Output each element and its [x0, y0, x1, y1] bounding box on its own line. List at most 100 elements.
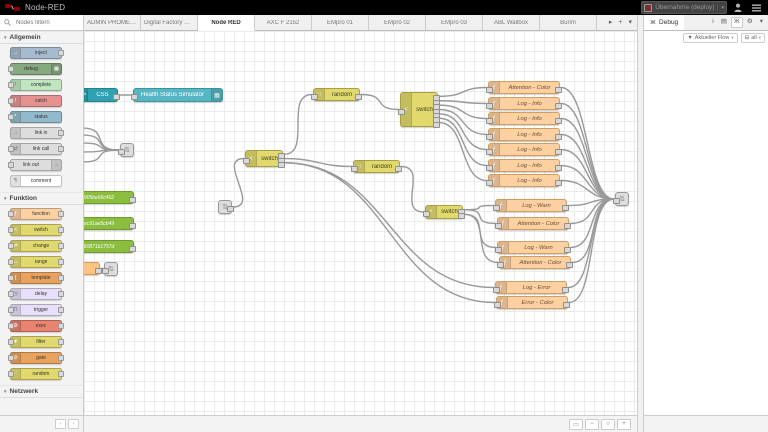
output-port[interactable]	[58, 259, 64, 265]
deploy-button[interactable]: Übernahme (deploy) ▾	[641, 1, 727, 14]
output-port[interactable]	[563, 301, 570, 308]
input-port[interactable]	[243, 157, 250, 164]
input-port[interactable]	[486, 86, 493, 93]
wire[interactable]	[560, 86, 615, 200]
input-port[interactable]	[8, 355, 14, 361]
palette-node-filter[interactable]: ▼filter	[8, 336, 64, 348]
wire[interactable]	[463, 208, 497, 225]
palette-node-catch[interactable]: !catch	[8, 95, 62, 107]
wire[interactable]	[438, 113, 488, 151]
config-nodes-button[interactable]: ⚙	[746, 18, 753, 26]
wire[interactable]	[438, 108, 488, 136]
output-port[interactable]	[113, 94, 120, 100]
output-port[interactable]	[555, 164, 562, 171]
output-port[interactable]	[433, 121, 440, 128]
wire[interactable]	[400, 165, 425, 213]
panel-divider[interactable]	[637, 15, 644, 31]
input-port[interactable]	[8, 98, 14, 104]
flow-node-switch2[interactable]: <switch	[398, 92, 440, 128]
palette-category-netzwerk[interactable]: ▾Netzwerk	[0, 385, 83, 398]
input-port[interactable]	[8, 275, 14, 281]
flow-node-linkA[interactable]: ⇅	[118, 143, 134, 157]
wire[interactable]	[283, 162, 495, 289]
output-port[interactable]	[58, 371, 64, 377]
palette-node-status[interactable]: *status	[8, 111, 62, 123]
palette-node-link-in[interactable]: →link in	[10, 127, 64, 139]
wire[interactable]	[463, 204, 495, 211]
palette-node-link-call[interactable]: ⇄link call	[8, 143, 64, 155]
output-port[interactable]	[564, 222, 571, 229]
output-port[interactable]	[95, 267, 102, 274]
wire[interactable]	[283, 93, 313, 155]
input-port[interactable]	[423, 211, 430, 217]
flow-node-linkC[interactable]: ⇅	[218, 200, 234, 214]
wire[interactable]	[438, 121, 488, 182]
palette-node-switch[interactable]: <switch	[8, 224, 64, 236]
add-flow-button[interactable]: +	[618, 19, 623, 26]
output-port[interactable]	[129, 245, 136, 252]
palette-node-debug[interactable]: ▦debug	[8, 63, 62, 75]
flow-node-greenA[interactable]: 905be66c462	[84, 191, 136, 204]
output-port[interactable]	[555, 102, 562, 109]
palette-node-exec[interactable]: ⚙exec	[8, 320, 64, 332]
debug-clear-button[interactable]: ⊟ all ▾	[740, 33, 765, 43]
input-port[interactable]	[497, 261, 504, 268]
debug-filter-button[interactable]: ▼ Aktueller Flow ▾	[683, 33, 738, 43]
output-port[interactable]	[58, 211, 64, 217]
sidebar-menu-button[interactable]: ▾	[759, 18, 763, 26]
output-port[interactable]	[458, 213, 465, 220]
flow-node-switch3[interactable]: <switch	[423, 205, 465, 220]
output-port[interactable]	[555, 86, 562, 93]
output-port[interactable]	[555, 133, 562, 140]
wire[interactable]	[560, 102, 615, 200]
wire[interactable]	[283, 162, 496, 304]
output-port[interactable]	[58, 50, 64, 56]
input-port[interactable]	[8, 82, 14, 88]
input-port[interactable]	[486, 133, 493, 140]
palette-category-allgemein[interactable]: ▾Allgemein	[0, 31, 83, 44]
output-port[interactable]	[58, 355, 64, 361]
input-port[interactable]	[8, 227, 14, 233]
output-port[interactable]	[58, 339, 64, 345]
palette-node-template[interactable]: {template	[8, 272, 64, 284]
wire[interactable]	[569, 198, 615, 225]
input-port[interactable]	[486, 102, 493, 109]
flow-node-random1[interactable]: ∷random	[311, 88, 362, 101]
palette-node-change[interactable]: ⇌change	[8, 240, 64, 252]
output-port[interactable]	[129, 196, 136, 203]
flow-node-switch1[interactable]: <switch	[243, 150, 285, 168]
input-port[interactable]	[8, 162, 14, 168]
output-port[interactable]	[566, 261, 573, 268]
tab-flow-8[interactable]: Burim	[540, 15, 597, 30]
wire[interactable]	[232, 157, 245, 208]
palette-expand-button[interactable]: ›	[68, 419, 79, 429]
zoom-out-button[interactable]: −	[585, 418, 599, 430]
wire[interactable]	[463, 213, 499, 264]
node-info-button[interactable]: i	[712, 18, 714, 26]
flow-node-greenC[interactable]: 60871b1757d	[84, 240, 136, 253]
input-port[interactable]	[493, 204, 500, 211]
input-port[interactable]	[131, 94, 138, 100]
output-port[interactable]	[562, 204, 569, 211]
wire[interactable]	[438, 86, 488, 98]
tab-flow-3[interactable]: AXC F 2152	[255, 15, 312, 30]
output-port[interactable]	[58, 146, 64, 152]
user-menu-button[interactable]	[731, 3, 745, 12]
flow-canvas[interactable]: </>CSS▦Health Status Simulator⇅905be66c4…	[84, 31, 637, 415]
input-port[interactable]	[118, 149, 125, 155]
output-port[interactable]	[58, 307, 64, 313]
input-port[interactable]	[8, 291, 14, 297]
zoom-in-button[interactable]: +	[617, 418, 631, 430]
input-port[interactable]	[8, 114, 14, 120]
input-port[interactable]	[8, 307, 14, 313]
input-port[interactable]	[8, 339, 14, 345]
flow-node-linkB[interactable]: ⇅	[102, 262, 118, 276]
input-port[interactable]	[495, 246, 502, 253]
